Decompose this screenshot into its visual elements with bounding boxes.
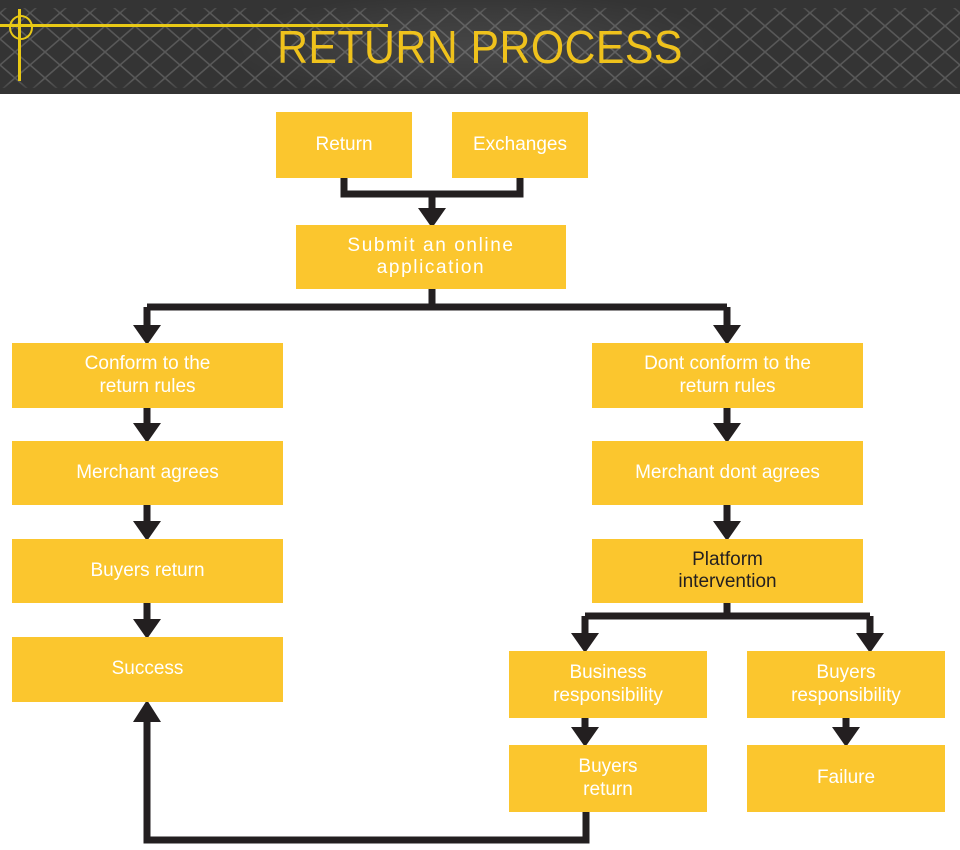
arrow-heads bbox=[133, 208, 884, 747]
edge-feedback-loop bbox=[143, 716, 590, 844]
arrowhead-success bbox=[133, 619, 161, 639]
arrowhead-business-resp bbox=[571, 633, 599, 653]
node-success[interactable]: Success bbox=[12, 637, 283, 702]
page-title: RETURN PROCESS bbox=[277, 21, 683, 73]
arrowhead-submit bbox=[418, 208, 446, 228]
node-merchant-agrees[interactable]: Merchant agrees bbox=[12, 441, 283, 505]
header-vertical-rule bbox=[18, 9, 21, 81]
arrowhead-merchant-agrees bbox=[133, 423, 161, 443]
node-buyers-responsibility[interactable]: Buyers responsibility bbox=[747, 651, 945, 718]
node-failure[interactable]: Failure bbox=[747, 745, 945, 812]
arrowhead-conform bbox=[133, 325, 161, 345]
node-buyers-return-left[interactable]: Buyers return bbox=[12, 539, 283, 603]
node-dont-conform-to-return-rules[interactable]: Dont conform to the return rules bbox=[592, 343, 863, 408]
edge-merge-bar bbox=[340, 178, 524, 198]
arrowhead-notconform bbox=[713, 325, 741, 345]
arrowhead-merchant-dont bbox=[713, 423, 741, 443]
node-return[interactable]: Return bbox=[276, 112, 412, 178]
node-submit-online-application[interactable]: Submit an online application bbox=[296, 225, 566, 289]
node-business-responsibility[interactable]: Business responsibility bbox=[509, 651, 707, 718]
arrowhead-buyers-resp bbox=[856, 633, 884, 653]
arrowhead-buyers-return-bottom bbox=[571, 727, 599, 747]
arrowhead-buyers-return-left bbox=[133, 521, 161, 541]
node-merchant-dont-agrees[interactable]: Merchant dont agrees bbox=[592, 441, 863, 505]
node-platform-intervention[interactable]: Platform intervention bbox=[592, 539, 863, 603]
header-mesh-pattern bbox=[0, 0, 960, 94]
header-circle-icon bbox=[9, 15, 33, 40]
node-exchanges[interactable]: Exchanges bbox=[452, 112, 588, 178]
arrowhead-feedback-into-success bbox=[133, 700, 161, 722]
node-conform-to-return-rules[interactable]: Conform to the return rules bbox=[12, 343, 283, 408]
node-buyers-return-bottom[interactable]: Buyers return bbox=[509, 745, 707, 812]
arrowhead-platform bbox=[713, 521, 741, 541]
header-horizontal-rule bbox=[0, 24, 388, 27]
arrowhead-failure bbox=[832, 727, 860, 747]
